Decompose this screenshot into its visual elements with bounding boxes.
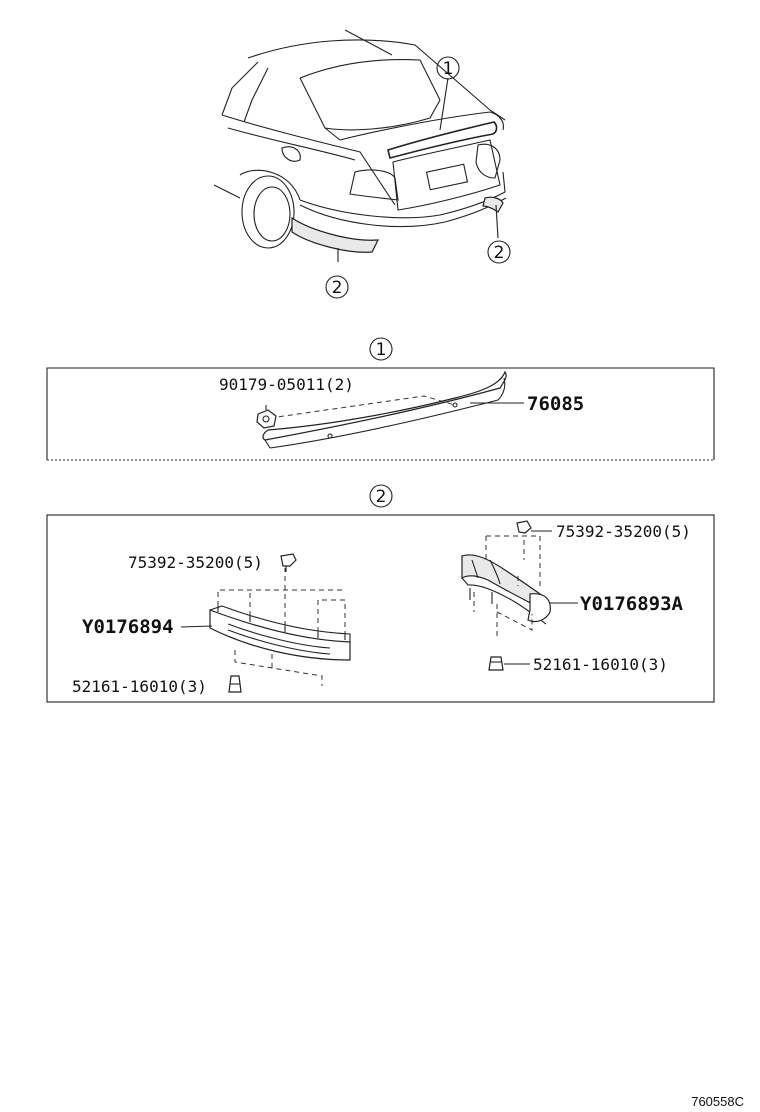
left-bottom-clip-part-number: 52161-16010(3) bbox=[72, 677, 207, 696]
svg-text:2: 2 bbox=[376, 487, 387, 507]
rear-spoiler-illustration bbox=[262, 370, 507, 449]
spoiler-nut-icon bbox=[256, 405, 277, 429]
left-extension-part-number: Y0176894 bbox=[82, 616, 174, 638]
section-2-box bbox=[46, 514, 715, 703]
svg-text:1: 1 bbox=[443, 59, 454, 79]
spoiler-part-number: 76085 bbox=[527, 393, 584, 415]
left-top-clip-icon bbox=[280, 553, 297, 572]
right-extension-part-number: Y0176893A bbox=[580, 593, 684, 615]
nut-part-number: 90179-05011(2) bbox=[219, 375, 354, 394]
right-top-clip-part-number: 75392-35200(5) bbox=[556, 522, 691, 541]
section-1-heading: 1 bbox=[369, 337, 393, 361]
callout-2-left: 2 bbox=[325, 275, 349, 299]
right-bottom-clip-part-number: 52161-16010(3) bbox=[533, 655, 668, 674]
section-1-box bbox=[46, 367, 715, 461]
left-bottom-clip-icon bbox=[228, 675, 242, 693]
right-extension-illustration bbox=[461, 535, 551, 640]
car-rear-illustration bbox=[213, 29, 507, 262]
section-2-heading: 2 bbox=[369, 484, 393, 508]
left-top-clip-part-number: 75392-35200(5) bbox=[128, 553, 263, 572]
svg-text:2: 2 bbox=[494, 243, 505, 263]
callout-2-right: 2 bbox=[487, 240, 511, 264]
svg-text:2: 2 bbox=[332, 278, 343, 298]
diagram-reference-code: 760558C bbox=[691, 1094, 744, 1109]
right-top-clip-icon bbox=[516, 520, 552, 534]
callout-1-top: 1 bbox=[436, 56, 460, 80]
left-extension-illustration bbox=[209, 568, 351, 686]
right-bottom-clip-icon bbox=[488, 656, 530, 671]
left-extension-leader bbox=[180, 625, 213, 628]
svg-text:1: 1 bbox=[376, 340, 387, 360]
